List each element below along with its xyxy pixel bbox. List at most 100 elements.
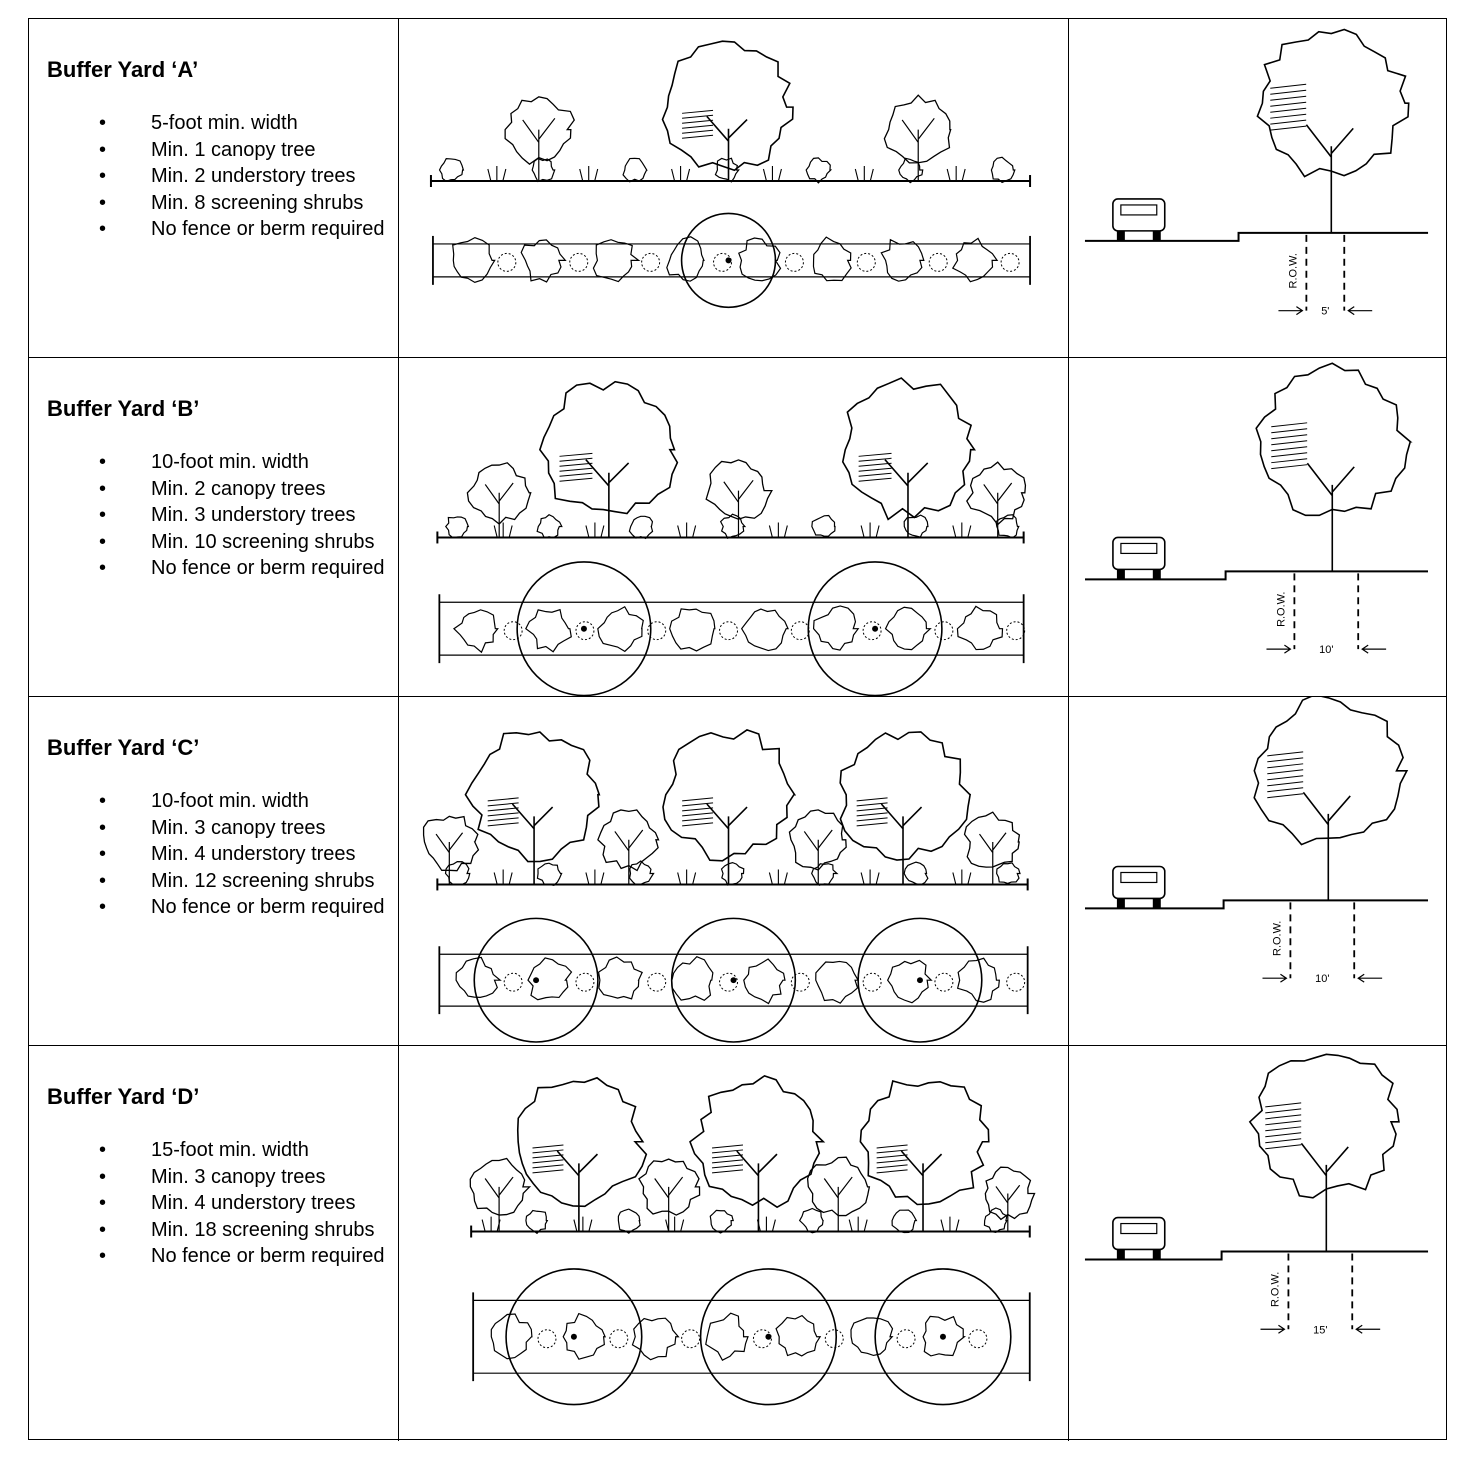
requirement-item: Min. 18 screening shrubs — [99, 1218, 401, 1243]
requirements-list: 15-foot min. width Min. 3 canopy trees M… — [29, 1138, 401, 1271]
requirement-item: 5-foot min. width — [99, 111, 401, 136]
requirement-item: 10-foot min. width — [99, 450, 401, 475]
car-icon — [1112, 1216, 1166, 1251]
shade-hatching — [1265, 1102, 1302, 1150]
car-window — [1120, 871, 1158, 884]
dimension-arrow — [1262, 973, 1288, 983]
understory-plan-symbol — [631, 1317, 680, 1361]
tree-trunk — [803, 829, 833, 885]
ground-profile — [1085, 570, 1428, 581]
car-wheel — [1116, 898, 1125, 909]
dimension-arrow — [1357, 973, 1383, 983]
car-icon — [1112, 198, 1166, 232]
requirement-item: Min. 2 canopy trees — [99, 477, 401, 502]
grass-tuft — [860, 869, 880, 885]
buffer-yard-row-c: Buffer Yard ‘C’ 10-foot min. width Min. … — [29, 696, 1446, 1045]
shrub — [525, 1209, 549, 1235]
grass-tuft — [854, 166, 874, 182]
tree-trunk — [900, 1150, 943, 1232]
requirements-list: 10-foot min. width Min. 3 canopy trees M… — [29, 789, 401, 922]
grass-tuft — [573, 1216, 593, 1232]
grass-tuft — [677, 869, 697, 885]
section-drawing: R.O.W. 15' — [1084, 1053, 1429, 1336]
car-window — [1120, 1222, 1158, 1235]
understory-plan-symbol — [597, 956, 643, 1000]
understory-plan-symbol — [597, 605, 644, 653]
canopy-tree-plan-circle — [473, 917, 599, 1043]
tree-trunk — [435, 832, 464, 885]
buffer-yard-row-a: Buffer Yard ‘A’ 5-foot min. width Min. 1… — [29, 19, 1446, 357]
requirement-item: Min. 12 screening shrubs — [99, 869, 401, 894]
shrub — [628, 515, 654, 540]
understory-plan-symbol — [705, 1312, 749, 1362]
shrub-plan-symbol — [752, 1329, 772, 1349]
grass-tuft — [768, 522, 788, 538]
car-wheel — [1152, 230, 1161, 241]
understory-plan-symbol — [592, 239, 641, 283]
tree-trunk-point — [580, 625, 587, 632]
shrub-plan-symbol — [537, 1329, 557, 1349]
width-label: 5' — [1321, 306, 1329, 318]
car-icon — [1112, 865, 1166, 900]
understory-tree-crown — [597, 809, 660, 872]
understory-plan-symbol — [669, 608, 716, 652]
shade-hatching — [487, 797, 519, 827]
tree-trunk — [823, 1176, 853, 1232]
tree-trunk-point — [765, 1333, 772, 1340]
requirement-item: Min. 2 understory trees — [99, 164, 401, 189]
grass-tuft — [952, 869, 972, 885]
tree-trunk — [884, 459, 929, 538]
shrub-plan-symbol — [713, 252, 733, 272]
shrub-plan-symbol — [681, 1329, 701, 1349]
canopy-tree-crown — [661, 40, 794, 172]
shrub-plan-symbol — [719, 621, 738, 641]
tree-trunk-point — [916, 977, 923, 984]
section-cell: R.O.W. 10' — [1069, 697, 1446, 1045]
buffer-yard-title: Buffer Yard ‘C’ — [47, 735, 200, 760]
shrub-plan-symbol — [647, 972, 667, 992]
understory-plan-symbol — [743, 958, 786, 1005]
elevation-plan-cell — [399, 19, 1069, 357]
elevation-plan-cell — [399, 358, 1069, 696]
canopy-tree-plan-circle — [874, 1268, 1012, 1406]
dimension-arrow — [1347, 306, 1373, 316]
elevation-and-plan-drawing — [429, 40, 1032, 309]
requirement-item: Min. 3 understory trees — [99, 503, 401, 528]
dimension-arrow — [1355, 1324, 1381, 1334]
shrub-plan-symbol — [609, 1329, 629, 1349]
requirement-item: No fence or berm required — [99, 556, 401, 581]
understory-plan-symbol — [922, 1315, 967, 1357]
shade-hatching — [532, 1144, 564, 1174]
shade-hatching — [1271, 422, 1308, 470]
shrub-plan-symbol — [647, 621, 667, 641]
grass-tuft — [848, 1216, 868, 1232]
canopy-tree-crown — [662, 729, 797, 862]
shrub — [805, 157, 833, 184]
shrub — [536, 514, 563, 539]
tree-trunk — [880, 803, 923, 885]
grass-tuft — [677, 522, 697, 538]
car-wheel — [1116, 569, 1125, 580]
understory-tree-crown — [966, 461, 1027, 526]
grass-tuft — [946, 166, 966, 182]
shrub-plan-symbol — [641, 252, 661, 272]
buffer-yard-text-cell: Buffer Yard ‘B’ 10-foot min. width Min. … — [29, 358, 399, 696]
section-cell: R.O.W. 10' — [1069, 358, 1446, 696]
buffer-yard-title: Buffer Yard ‘B’ — [47, 396, 200, 421]
understory-plan-symbol — [525, 608, 572, 653]
shrub — [444, 861, 471, 886]
understory-plan-symbol — [956, 957, 1000, 1003]
canopy-tree-crown — [1248, 1053, 1400, 1199]
shrub — [995, 514, 1020, 539]
canopy-tree-crown — [839, 731, 972, 861]
ground-profile — [1084, 231, 1429, 242]
tree-trunk-point — [872, 625, 879, 632]
grass-tuft — [493, 522, 513, 538]
understory-tree-crown — [963, 811, 1021, 868]
shrub — [898, 157, 924, 184]
requirement-item: Min. 4 understory trees — [99, 842, 401, 867]
requirement-item: Min. 10 screening shrubs — [99, 530, 401, 555]
tree-trunk-point — [533, 977, 540, 984]
shrub — [719, 513, 747, 540]
shrub-plan-symbol — [824, 1329, 844, 1349]
